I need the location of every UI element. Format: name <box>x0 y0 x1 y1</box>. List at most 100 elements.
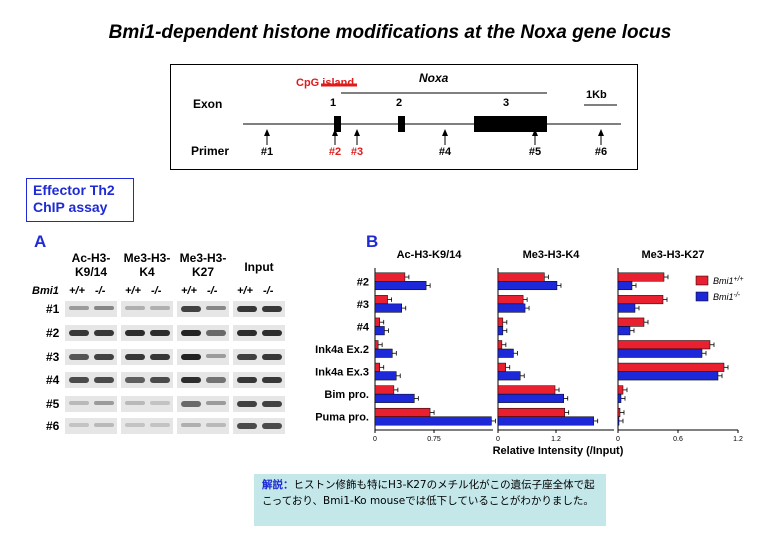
gel-band <box>262 330 282 336</box>
gel-band <box>94 306 114 310</box>
gel-lane-pair <box>121 372 173 388</box>
x-tick-label: 0.75 <box>427 436 441 443</box>
gel-band <box>125 306 145 310</box>
gel-row-label: #2 <box>46 326 60 340</box>
x-tick-label: 0 <box>496 436 500 443</box>
gel-band <box>94 354 114 360</box>
gel-lane-pair <box>121 325 173 341</box>
gel-band <box>237 330 257 336</box>
bar <box>617 340 711 350</box>
panel-title: Ac-H3-K9/14 <box>397 249 463 261</box>
gel-row-label: #1 <box>46 302 60 316</box>
genotype-row-label: Bmi1 <box>32 285 59 297</box>
x-tick-label: 0 <box>373 436 377 443</box>
category-label: #4 <box>357 321 370 333</box>
bar <box>374 303 402 313</box>
gel-band <box>262 306 282 312</box>
bar <box>374 348 393 358</box>
primer-label-item: #3 <box>350 146 364 158</box>
gel-column-header-line1: Ac-H3- <box>71 251 111 265</box>
bar <box>497 281 558 291</box>
gel-band <box>262 354 282 360</box>
bar <box>617 295 664 305</box>
primer-arrow-head <box>264 129 270 136</box>
gel-band <box>181 306 201 312</box>
primer-arrow-head <box>442 129 448 136</box>
gel-band <box>181 330 201 336</box>
panel-title: Me3-H3-K4 <box>523 249 581 261</box>
bar <box>617 317 645 327</box>
bar <box>497 303 526 313</box>
gel-lane-pair <box>233 301 285 317</box>
panel-a-letter: A <box>34 232 47 251</box>
gel-lane-pair <box>121 301 173 317</box>
bar <box>617 362 725 372</box>
gel-band <box>125 330 145 336</box>
primer-label-item: #2 <box>328 146 342 158</box>
gel-lane-pair <box>65 396 117 412</box>
gel-lane-pair <box>177 372 229 388</box>
bar <box>617 303 636 313</box>
gel-band <box>150 401 170 405</box>
gel-band <box>69 401 89 405</box>
gel-band <box>237 306 257 312</box>
gel-band <box>181 401 201 407</box>
gel-band <box>206 354 226 358</box>
bar <box>497 385 556 395</box>
genotype-label: +/+ <box>125 285 141 297</box>
gel-column-header-line1: Me3-H3- <box>179 251 227 265</box>
bar <box>497 371 521 381</box>
primer-label-item: #6 <box>594 146 608 158</box>
panel-b-letter: B <box>366 232 379 251</box>
gel-band <box>94 377 114 383</box>
effector-line1: Effector Th2 <box>33 182 115 198</box>
bar <box>374 317 380 327</box>
gene-name: Noxa <box>419 71 449 85</box>
category-label: Puma pro. <box>315 412 369 424</box>
gel-band <box>206 423 226 427</box>
gel-band <box>69 354 89 360</box>
gel-lane-pair <box>177 349 229 365</box>
x-tick-label: 0.6 <box>673 436 683 443</box>
exon-1-label: 1 <box>330 97 337 109</box>
note-keyword: 解説： <box>262 479 294 491</box>
bar <box>374 393 415 403</box>
legend-label: Bmi1+/+ <box>713 276 744 286</box>
primer-label: Primer <box>191 144 230 158</box>
primer-arrows <box>264 129 604 145</box>
gel-column-header-line2: K9/14 <box>74 265 108 279</box>
exon-3-label: 3 <box>503 97 510 109</box>
gel-band <box>94 401 114 405</box>
bar <box>497 393 564 403</box>
bar <box>497 272 545 282</box>
genotype-label: -/- <box>95 285 106 297</box>
figure-title: Bmi1-dependent histone modifications at … <box>108 22 672 43</box>
gel-lane-pair <box>233 349 285 365</box>
primer-label-item: #4 <box>438 146 452 158</box>
gel-band <box>237 377 257 383</box>
gel-band <box>262 377 282 383</box>
gel-column-header-line1: Input <box>244 260 274 274</box>
gel-band <box>237 401 257 407</box>
bar <box>617 385 624 395</box>
gel-lane-pair <box>177 418 229 434</box>
gel-column-header-line2: K4 <box>139 265 155 279</box>
primer-arrow-head <box>598 129 604 136</box>
category-label: Bim pro. <box>324 389 369 401</box>
gel-band <box>125 377 145 383</box>
x-tick-label: 1.2 <box>733 436 743 443</box>
gel-band <box>69 423 89 427</box>
bar <box>617 348 703 358</box>
bar <box>497 340 503 350</box>
bar <box>497 416 594 426</box>
gel-lane-pair <box>121 418 173 434</box>
gel-lane-pair <box>65 325 117 341</box>
category-label: Ink4a Ex.3 <box>315 367 369 379</box>
x-tick-label: 0 <box>616 436 620 443</box>
primer-label-item: #5 <box>528 146 542 158</box>
gel-row-label: #5 <box>46 397 60 411</box>
gel-band <box>181 423 201 427</box>
primer-arrow-head <box>354 129 360 136</box>
gel-band <box>94 423 114 427</box>
